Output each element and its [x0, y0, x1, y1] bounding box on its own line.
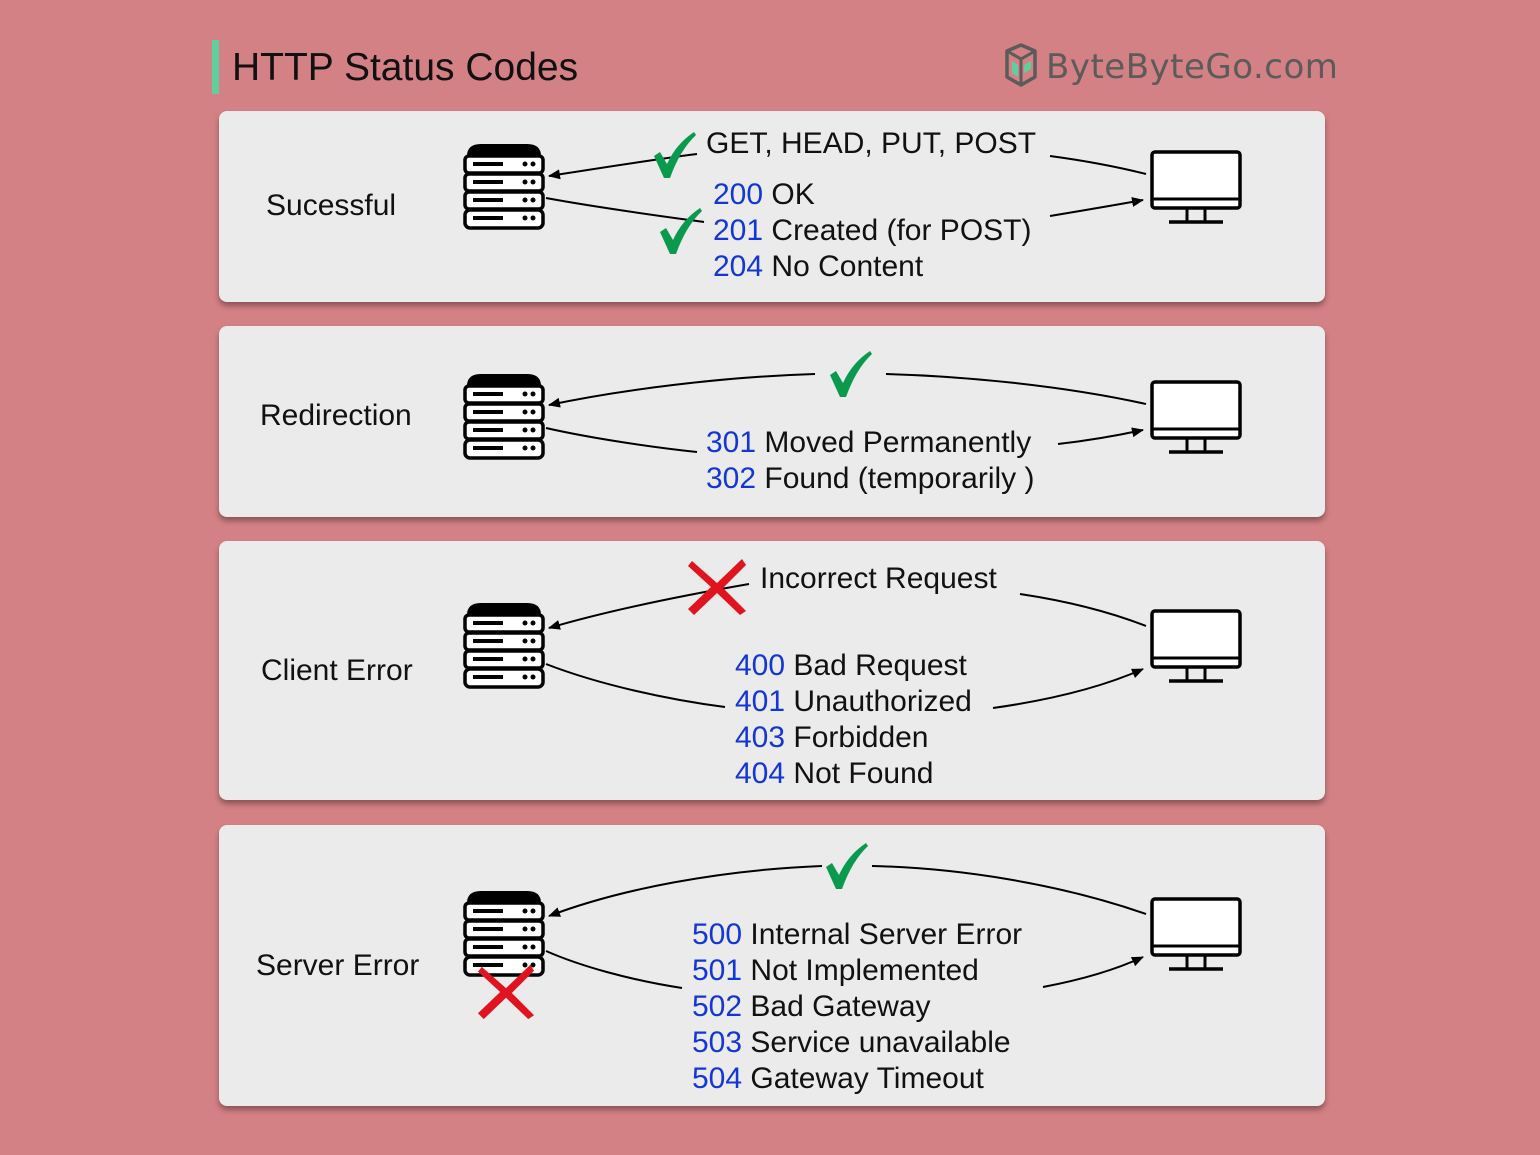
panel-redirection [219, 326, 1325, 517]
status-text: Found (temporarily ) [764, 462, 1035, 495]
status-row: 503 Service unavailable [692, 1025, 1011, 1061]
status-row: 403 Forbidden [735, 720, 929, 756]
status-text: Bad Gateway [750, 990, 931, 1023]
brand: ByteByteGo.com [1004, 42, 1339, 92]
label-successful: Sucessful [266, 189, 397, 222]
label-redirection: Redirection [260, 399, 412, 432]
status-text: Created (for POST) [771, 214, 1032, 247]
status-text: Moved Permanently [764, 426, 1032, 459]
checkmark-icon [830, 351, 872, 397]
status-text: Forbidden [793, 721, 929, 754]
cross-icon [477, 964, 535, 1020]
status-code: 204 [713, 250, 764, 283]
server-icon [463, 603, 545, 689]
server-icon [463, 144, 545, 230]
label-server-error: Server Error [256, 949, 420, 982]
checkmark-icon [826, 843, 868, 889]
status-code: 500 [692, 918, 743, 951]
title-accent-bar [212, 40, 219, 94]
page-title: HTTP Status Codes [232, 46, 579, 89]
status-row: 404 Not Found [735, 756, 934, 792]
status-code: 400 [735, 649, 786, 682]
status-code: 404 [735, 757, 786, 790]
status-text: OK [771, 178, 815, 211]
monitor-icon [1150, 609, 1242, 683]
status-code: 403 [735, 721, 786, 754]
checkmark-icon [660, 208, 702, 254]
cross-icon [688, 559, 746, 615]
status-text: Not Found [793, 757, 934, 790]
status-text: Service unavailable [750, 1026, 1011, 1059]
checkmark-icon [654, 132, 696, 178]
status-row: 501 Not Implemented [692, 953, 979, 989]
label-client-error: Client Error [261, 654, 413, 687]
server-icon [463, 374, 545, 460]
bytebytego-logo-icon [1004, 42, 1038, 92]
status-code: 502 [692, 990, 743, 1023]
status-row: 204 No Content [713, 249, 923, 285]
status-code: 200 [713, 178, 764, 211]
status-row: 301 Moved Permanently [706, 425, 1031, 461]
status-row: 302 Found (temporarily ) [706, 461, 1035, 497]
incorrect-request: Incorrect Request [760, 562, 997, 595]
status-code: 201 [713, 214, 764, 247]
status-text: Not Implemented [750, 954, 979, 987]
status-row: 400 Bad Request [735, 648, 967, 684]
monitor-icon [1150, 897, 1242, 971]
status-text: Gateway Timeout [750, 1062, 984, 1095]
status-code: 301 [706, 426, 757, 459]
server-icon [463, 891, 545, 977]
status-row: 502 Bad Gateway [692, 989, 931, 1025]
brand-text: ByteByteGo.com [1046, 47, 1339, 87]
request-methods: GET, HEAD, PUT, POST [706, 127, 1037, 160]
status-code: 401 [735, 685, 786, 718]
status-row: 504 Gateway Timeout [692, 1061, 984, 1097]
monitor-icon [1150, 380, 1242, 454]
status-text: Unauthorized [793, 685, 972, 718]
status-row: 201 Created (for POST) [713, 213, 1031, 249]
status-row: 401 Unauthorized [735, 684, 972, 720]
status-row: 200 OK [713, 177, 815, 213]
monitor-icon [1150, 150, 1242, 224]
status-text: Bad Request [793, 649, 967, 682]
status-row: 500 Internal Server Error [692, 917, 1022, 953]
status-code: 503 [692, 1026, 743, 1059]
status-text: Internal Server Error [750, 918, 1023, 951]
status-code: 504 [692, 1062, 743, 1095]
status-code: 501 [692, 954, 743, 987]
status-text: No Content [771, 250, 924, 283]
status-code: 302 [706, 462, 757, 495]
